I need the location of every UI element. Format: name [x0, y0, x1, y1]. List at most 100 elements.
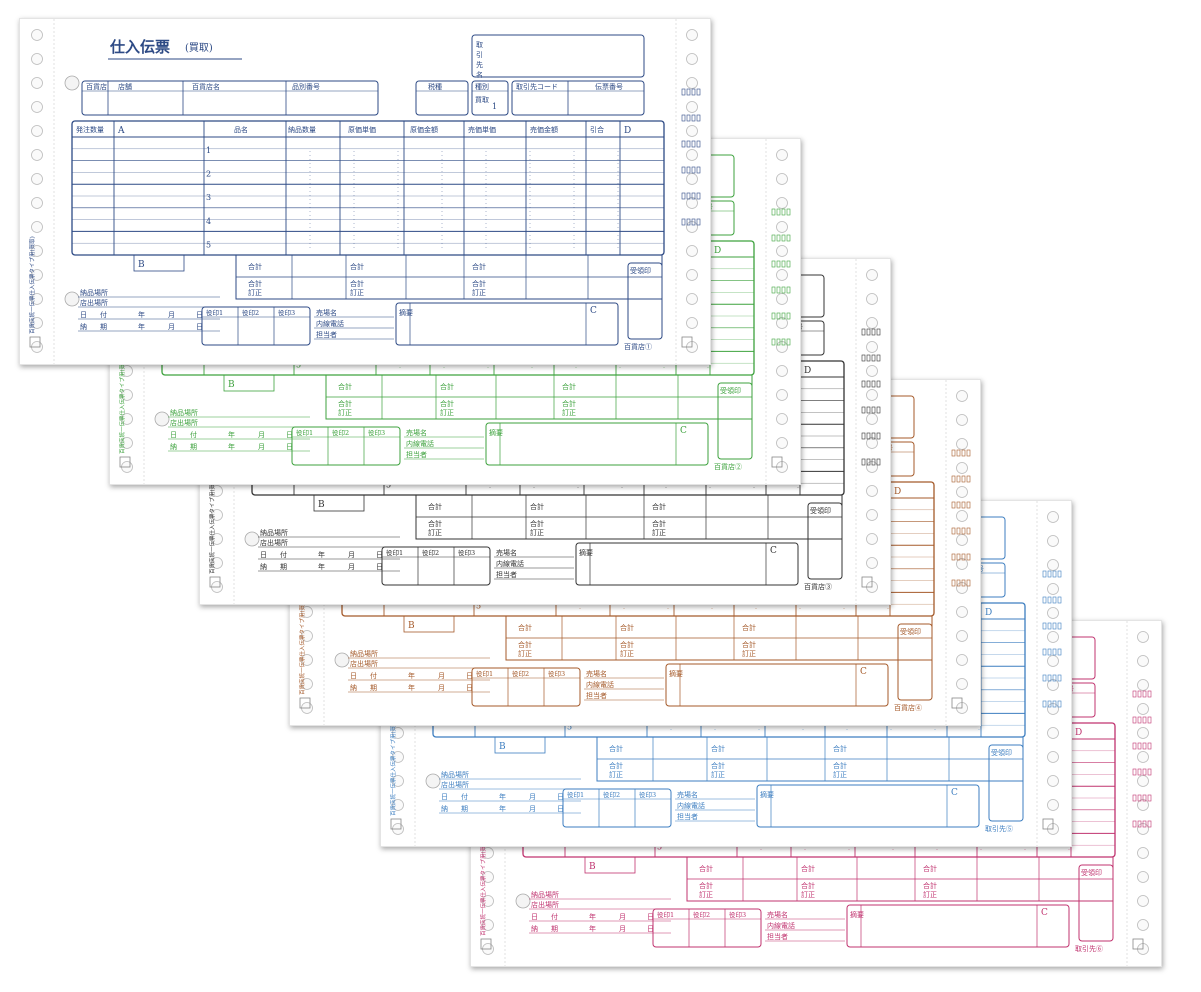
feed-hole-right: [866, 389, 878, 401]
form-label: 月: [529, 805, 536, 813]
form-label: 合計: [711, 744, 725, 753]
feed-hole-right: [1047, 511, 1059, 523]
perf-mark: [691, 140, 696, 148]
perf-mark: [1137, 794, 1142, 802]
form-label: 月: [529, 793, 536, 801]
supplier-code-box: [511, 80, 645, 116]
form-label: 受領印: [991, 748, 1012, 757]
perf-mark: [861, 458, 866, 466]
perf-mark: [876, 432, 881, 440]
form-label: 納品場所: [531, 890, 559, 899]
feed-hole-right: [686, 293, 698, 305]
feed-hole-left: [31, 221, 43, 233]
perf-mark: [871, 458, 876, 466]
feed-hole-right: [1047, 631, 1059, 643]
form-label: D: [624, 126, 631, 136]
feed-hole-right: [776, 149, 788, 161]
form-label: 納品場所: [80, 288, 108, 297]
slip-copy-1: 百貨店統一伝票仕入伝票タイプ用(買取)仕入伝票(買取)取引先名百貨店店舗百貨店名…: [19, 18, 711, 365]
form-label: 期: [370, 684, 377, 692]
form-label: 訂正: [428, 528, 442, 537]
form-label: 店出場所: [350, 659, 378, 668]
perf-mark: [686, 88, 691, 96]
feed-hole-right: [1047, 607, 1059, 619]
perf-mark: [1142, 716, 1147, 724]
corner-mark: [861, 576, 873, 588]
form-label: A: [117, 126, 125, 136]
perf-mark: [1142, 690, 1147, 698]
perf-mark: [776, 234, 781, 242]
perf-mark: [696, 166, 701, 174]
tax-class-box: [415, 80, 469, 116]
feed-hole-left: [31, 149, 43, 161]
form-label: 訂正: [801, 890, 815, 899]
form-label: C: [680, 426, 687, 436]
form-label: 納: [80, 322, 87, 331]
side-text: 百貨店統一伝票仕入伝票タイプ用(買取): [208, 476, 216, 574]
perf-mark: [781, 338, 786, 346]
form-label: 合計: [711, 761, 725, 770]
perf-mark: [961, 501, 966, 509]
feed-hole-right: [1047, 583, 1059, 595]
form-label: 先: [476, 60, 483, 69]
form-label: 買取: [475, 96, 489, 104]
feed-hole-right: [956, 462, 968, 474]
form-label: 月: [168, 311, 175, 319]
form-label: 期: [461, 805, 468, 813]
perf-mark: [1057, 570, 1062, 578]
form-label: 内線電話: [316, 319, 344, 328]
form-label: 日: [260, 551, 267, 559]
form-label: 合計: [248, 262, 262, 271]
punch-hole: [154, 411, 170, 427]
form-label: 役印3: [729, 910, 746, 919]
feed-hole-right: [686, 77, 698, 89]
perf-mark: [956, 553, 961, 561]
perf-mark: [771, 338, 776, 346]
perf-mark: [781, 234, 786, 242]
feed-hole-right: [1047, 775, 1059, 787]
perf-mark: [1052, 570, 1057, 578]
form-label: 合計: [472, 279, 486, 288]
punch-hole: [64, 291, 80, 307]
receipt-stamp-box: [627, 262, 663, 340]
feed-hole-left: [121, 437, 133, 449]
feed-hole-right: [686, 173, 698, 185]
perf-mark: [966, 579, 971, 587]
side-text: 百貨店統一伝票仕入伝票タイプ用(買取): [389, 718, 397, 816]
row-number: 5: [206, 240, 211, 249]
perf-mark: [861, 432, 866, 440]
form-label: 訂正: [562, 408, 576, 417]
perf-mark: [951, 579, 956, 587]
form-label: 日: [376, 563, 383, 571]
form-label: B: [228, 380, 235, 390]
feed-hole-right: [956, 654, 968, 666]
feed-hole-right: [1047, 751, 1059, 763]
perf-mark: [951, 553, 956, 561]
feed-hole-right: [776, 245, 788, 257]
perf-mark: [681, 166, 686, 174]
feed-hole-right: [776, 437, 788, 449]
perf-mark: [951, 449, 956, 457]
form-label: 訂正: [620, 649, 634, 658]
form-label: 合計: [518, 640, 532, 649]
perf-mark: [1047, 596, 1052, 604]
feed-hole-left: [482, 895, 494, 907]
form-label: 品別番号: [292, 82, 320, 91]
form-label: 合計: [742, 640, 756, 649]
perf-mark: [1052, 674, 1057, 682]
side-text: 百貨店統一伝票仕入伝票タイプ用(買取): [28, 236, 36, 334]
form-label: 月: [258, 431, 265, 439]
perf-mark: [771, 260, 776, 268]
perf-mark: [771, 234, 776, 242]
form-label: C: [770, 546, 777, 556]
form-label: 日: [80, 311, 87, 319]
form-label: 合計: [620, 640, 634, 649]
form-label: 合計: [338, 399, 352, 408]
perf-mark: [696, 114, 701, 122]
b-box: [223, 374, 275, 392]
form-label: 役印2: [242, 308, 259, 317]
kind-box: [471, 80, 509, 116]
form-label: 年: [318, 550, 325, 559]
perf-mark: [966, 527, 971, 535]
b-box: [584, 856, 636, 874]
